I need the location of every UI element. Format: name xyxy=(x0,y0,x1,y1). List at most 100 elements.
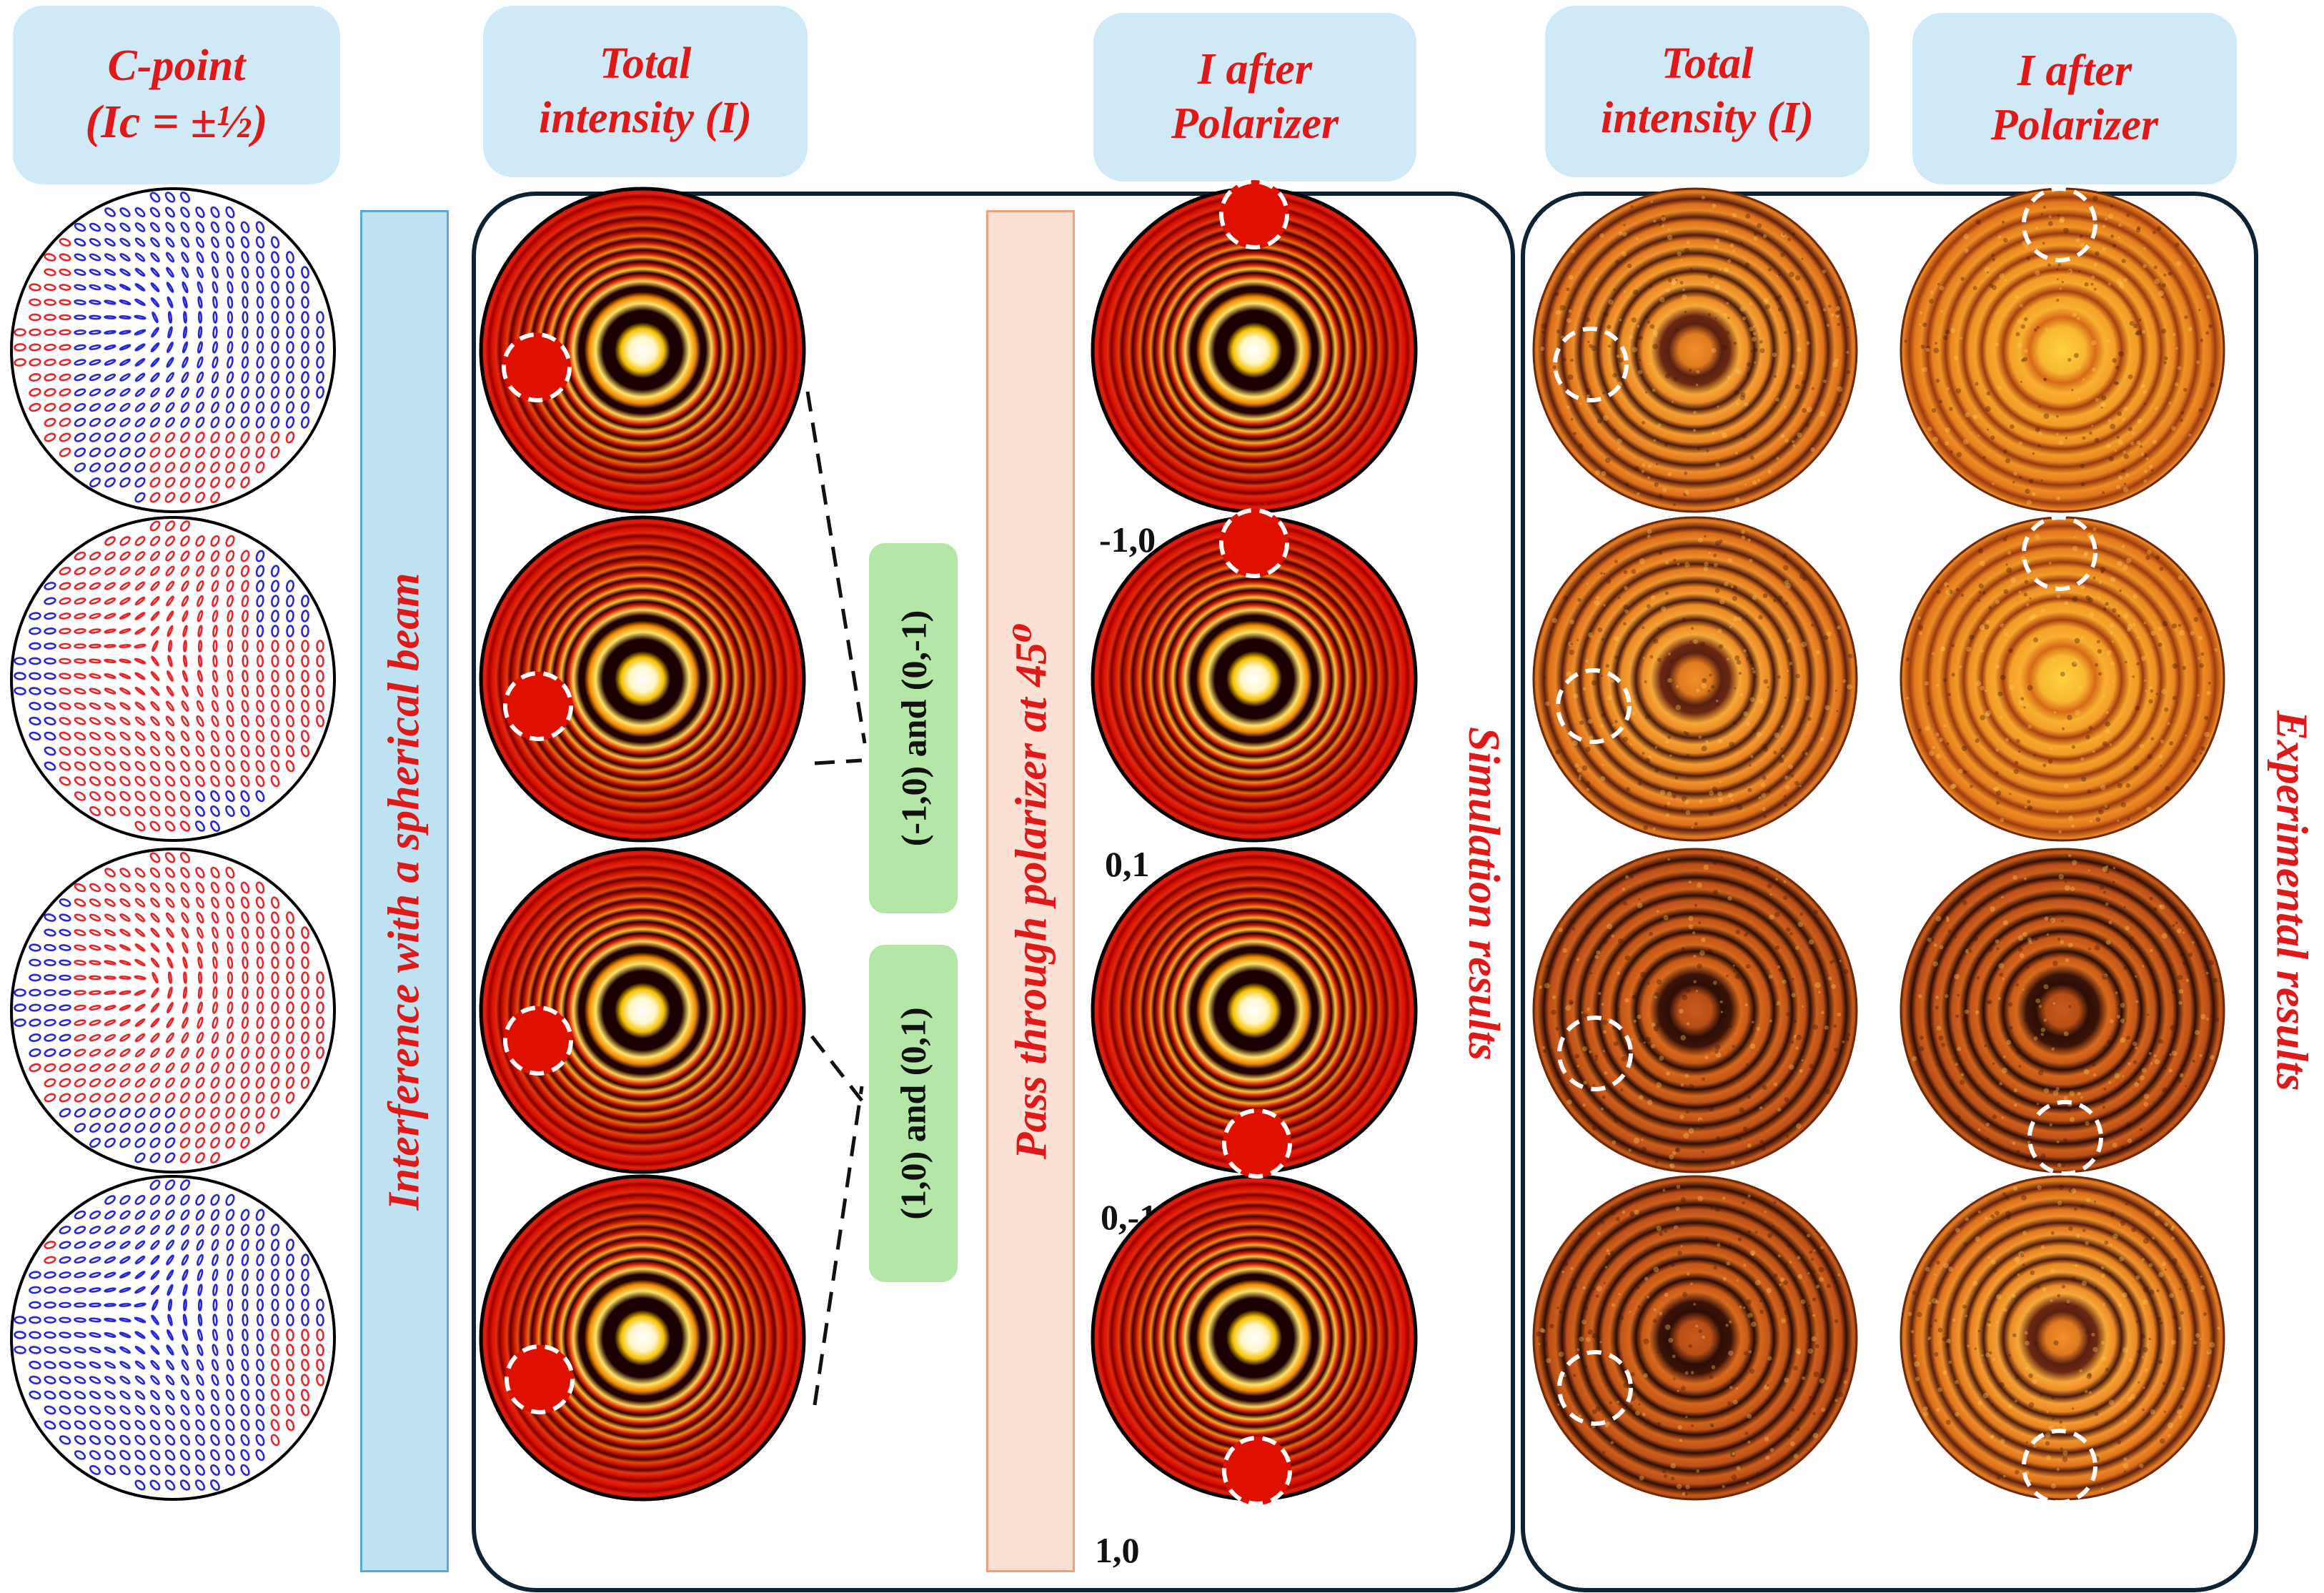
speckle xyxy=(1813,1371,1819,1377)
polarization-ellipse xyxy=(89,284,101,291)
polarization-ellipse xyxy=(165,1389,175,1401)
polarization-ellipse xyxy=(166,927,174,938)
cpoint-title: C-point xyxy=(107,41,246,90)
speckle xyxy=(2037,955,2042,960)
speckle xyxy=(2020,324,2025,329)
speckle xyxy=(2147,550,2152,555)
polarization-ellipse xyxy=(212,1254,219,1266)
speckle xyxy=(1612,953,1615,956)
polarization-ellipse xyxy=(225,790,235,803)
polarization-ellipse xyxy=(89,432,101,442)
speckle xyxy=(2150,948,2153,953)
polarization-ellipse xyxy=(197,356,204,369)
speckle xyxy=(2049,1123,2052,1127)
speckle xyxy=(2153,1054,2157,1058)
speckle xyxy=(1948,590,1953,595)
speckle xyxy=(2020,380,2022,383)
polarization-ellipse xyxy=(119,731,131,741)
speckle xyxy=(1727,317,1730,319)
speckle xyxy=(1594,1058,1598,1061)
polarization-ellipse xyxy=(104,359,116,366)
polarization-ellipse xyxy=(196,700,204,713)
speckle xyxy=(1744,262,1750,268)
speckle xyxy=(1604,1281,1606,1284)
polarization-ellipse xyxy=(44,268,56,277)
polarization-ellipse xyxy=(270,1434,280,1446)
speckle xyxy=(1578,1232,1584,1239)
speckle xyxy=(1992,1358,1995,1361)
polarization-ellipse xyxy=(270,1419,280,1431)
speckle xyxy=(2210,1055,2215,1060)
speckle xyxy=(1559,304,1566,311)
speckle xyxy=(2077,1091,2081,1096)
polarization-ellipse xyxy=(89,731,101,741)
speckle xyxy=(1793,1034,1797,1038)
speckle xyxy=(2143,479,2147,483)
speckle xyxy=(1701,683,1707,689)
speckle xyxy=(1821,1407,1826,1412)
speckle xyxy=(2043,413,2050,420)
polarization-ellipse xyxy=(225,1136,235,1149)
speckle xyxy=(2143,1093,2150,1099)
polarization-ellipse xyxy=(255,416,265,429)
polarization-ellipse xyxy=(256,281,264,294)
speckle xyxy=(1669,1163,1675,1168)
speckle xyxy=(1758,615,1763,620)
speckle xyxy=(1769,1019,1772,1023)
speckle xyxy=(2105,605,2109,608)
speckle xyxy=(1823,379,1827,383)
polarization-ellipse xyxy=(74,944,86,951)
speckle xyxy=(1737,804,1743,810)
polarization-ellipse xyxy=(44,253,56,262)
speckle xyxy=(1587,340,1590,344)
polarization-ellipse xyxy=(194,1479,206,1491)
polarization-ellipse xyxy=(270,1061,280,1074)
speckle xyxy=(1614,259,1620,265)
polarization-ellipse xyxy=(59,582,71,590)
polarization-ellipse xyxy=(29,1390,41,1400)
speckle xyxy=(2040,1027,2046,1033)
polarization-ellipse xyxy=(226,700,234,713)
speckle xyxy=(1699,950,1705,956)
speckle xyxy=(2009,685,2015,690)
speckle xyxy=(2163,273,2167,277)
speckle xyxy=(1604,1424,1609,1428)
speckle xyxy=(2069,1091,2075,1096)
speckle xyxy=(2067,357,2072,362)
polarization-ellipse xyxy=(271,625,279,637)
speckle xyxy=(2062,1138,2067,1143)
speckle xyxy=(1767,470,1772,475)
speckle xyxy=(1777,675,1781,679)
speckle xyxy=(2019,475,2022,479)
polarization-ellipse xyxy=(134,672,146,680)
polarization-ellipse xyxy=(301,386,309,399)
polarization-ellipse xyxy=(255,386,265,399)
speckle xyxy=(1585,928,1591,934)
speckle xyxy=(1624,482,1629,487)
polarization-ellipse xyxy=(225,1121,235,1134)
polarization-ellipse xyxy=(104,268,116,277)
speckle xyxy=(2162,1087,2167,1093)
speckle xyxy=(1665,287,1670,293)
speckle xyxy=(2188,327,2193,332)
speckle xyxy=(2112,1142,2117,1148)
speckle xyxy=(1939,738,1944,743)
speckle xyxy=(1623,622,1627,626)
speckle xyxy=(2161,933,2167,939)
polarization-ellipse xyxy=(89,791,101,801)
polarization-ellipse xyxy=(285,745,295,758)
speckle xyxy=(1590,632,1594,636)
speckle xyxy=(1757,478,1761,482)
speckle xyxy=(2000,715,2003,720)
speckle xyxy=(1649,655,1654,659)
polarization-ellipse xyxy=(286,1269,294,1281)
speckle xyxy=(1652,827,1656,830)
polarization-ellipse xyxy=(179,1479,191,1491)
speckle xyxy=(2060,940,2065,945)
speckle xyxy=(2127,1138,2132,1143)
speckle xyxy=(1620,1088,1624,1092)
polarization-ellipse xyxy=(89,299,101,305)
speckle xyxy=(1991,284,1997,290)
speckle xyxy=(1632,995,1637,1000)
speckle xyxy=(1581,1319,1586,1324)
